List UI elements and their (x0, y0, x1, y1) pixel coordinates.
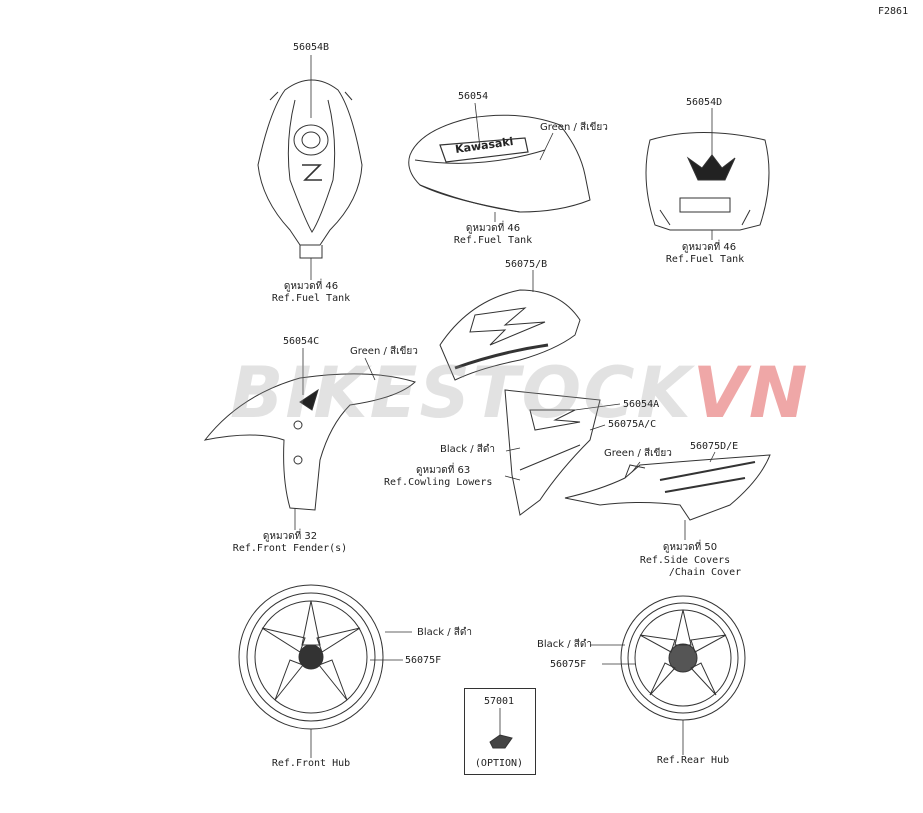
cowling-upper (439, 289, 581, 381)
color-label-side-cover: Green / สีเขียว (604, 448, 672, 459)
part-number-56054[interactable]: 56054 (458, 91, 489, 102)
ref-fender-th: ดูหมวดที่ 32 (262, 531, 318, 542)
ref-rear-hub: Ref.Rear Hub (656, 755, 730, 766)
front-fender (203, 373, 416, 511)
ref-tank-top-en: Ref.Fuel Tank (271, 293, 351, 304)
color-label-front-wheel: Black / สีดำ (417, 627, 472, 638)
watermark-accent: VN (692, 352, 810, 434)
side-cover (564, 454, 771, 521)
watermark: BIKESTOCKVN (230, 352, 810, 434)
part-number-56075B[interactable]: 56075/B (505, 259, 548, 270)
part-number-56054A[interactable]: 56054A (623, 399, 660, 410)
ref-tank-rear-en: Ref.Fuel Tank (665, 254, 745, 265)
cowling-lower (504, 389, 601, 516)
ref-tank-side-en: Ref.Fuel Tank (453, 235, 533, 246)
color-label-rear-wheel: Black / สีดำ (537, 639, 592, 650)
color-label-fender: Green / สีเขียว (350, 346, 418, 357)
ref-side-en1: Ref.Side Covers (639, 555, 731, 566)
part-number-56075DE[interactable]: 56075D/E (690, 441, 739, 452)
ref-fender-en: Ref.Front Fender(s) (232, 543, 348, 554)
option-box (464, 688, 536, 775)
ref-side-en2: /Chain Cover (668, 567, 742, 578)
ref-cowl-th: ดูหมวดที่ 63 (416, 465, 471, 476)
part-number-56075AC[interactable]: 56075A/C (608, 419, 657, 430)
fuel-tank-rear-view (645, 132, 770, 231)
part-number-56075F-rear[interactable]: 56075F (550, 659, 587, 670)
leader-lines (294, 55, 716, 758)
part-number-56075F-front[interactable]: 56075F (405, 655, 442, 666)
part-number-56054D[interactable]: 56054D (686, 97, 723, 108)
color-label-cowl: Black / สีดำ (440, 444, 495, 455)
color-label-tank: Green / สีเขียว (540, 122, 608, 133)
ref-front-hub: Ref.Front Hub (271, 758, 351, 769)
fuel-tank-top-view (257, 79, 363, 259)
ref-tank-side-th: ดูหมวดที่ 46 (465, 223, 521, 234)
option-part-icon (489, 734, 513, 749)
figure-code: F2861 (878, 6, 909, 17)
front-wheel (238, 584, 384, 730)
ref-tank-top-th: ดูหมวดที่ 46 (283, 281, 339, 292)
watermark-main: BIKESTOCK (230, 352, 693, 434)
part-number-56054C[interactable]: 56054C (283, 336, 320, 347)
fuel-tank-side-view (408, 114, 591, 213)
rear-wheel (620, 595, 746, 721)
ref-cowl-en: Ref.Cowling Lowers (384, 477, 493, 488)
ref-tank-rear-th: ดูหมวดที่ 46 (681, 242, 737, 253)
part-number-57001[interactable]: 57001 (483, 696, 515, 707)
option-label: (OPTION) (474, 758, 524, 769)
ref-side-th: ดูหมวดที่ 50 (662, 542, 718, 553)
part-number-56054B[interactable]: 56054B (292, 42, 330, 53)
